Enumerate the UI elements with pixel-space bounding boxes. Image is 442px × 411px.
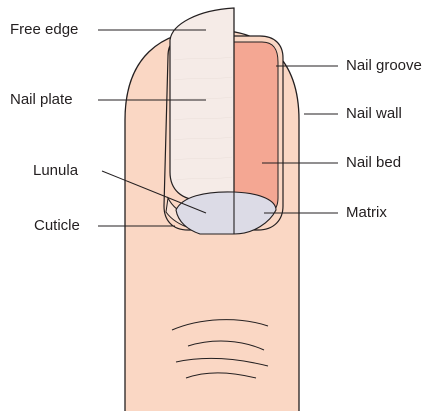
label-nail-wall: Nail wall — [346, 105, 402, 123]
label-nail-groove: Nail groove — [346, 57, 422, 75]
label-matrix: Matrix — [346, 204, 387, 222]
label-nail-bed: Nail bed — [346, 154, 401, 172]
label-lunula: Lunula — [33, 162, 78, 180]
nail-plate-area — [170, 8, 234, 200]
nail-bed-area — [234, 42, 278, 218]
label-nail-plate: Nail plate — [10, 91, 73, 109]
label-cuticle: Cuticle — [34, 217, 80, 235]
label-free-edge: Free edge — [10, 21, 78, 39]
